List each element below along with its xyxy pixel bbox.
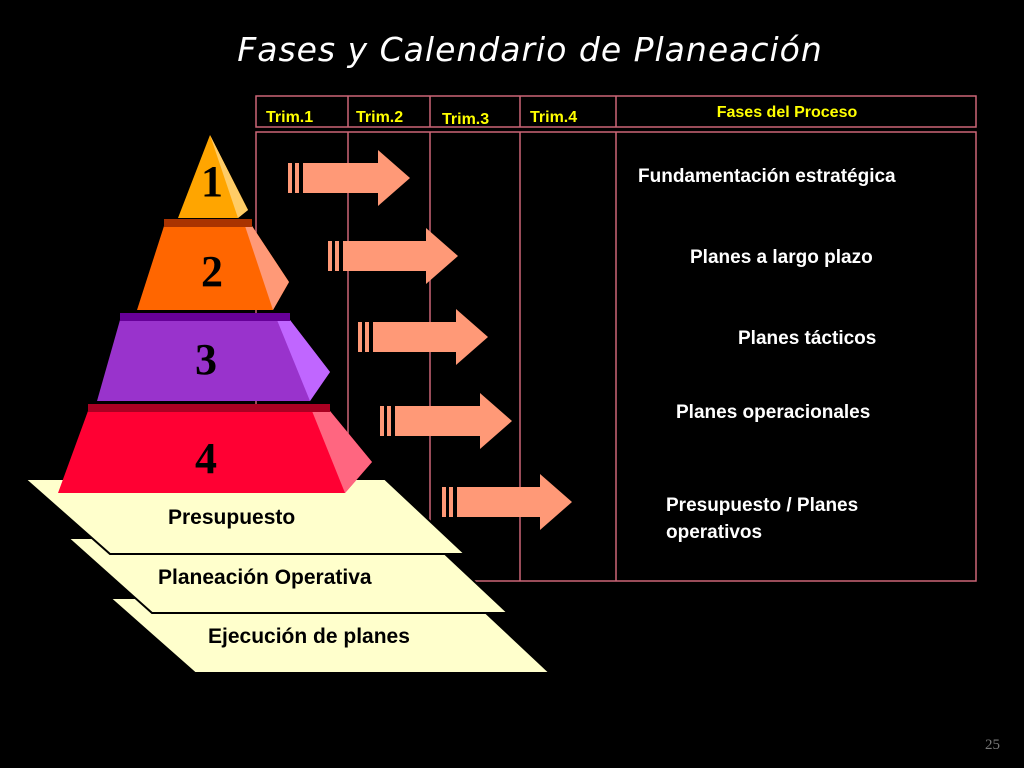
phase-label-4: Planes operacionales bbox=[676, 402, 871, 423]
pyramid-level-1 bbox=[178, 135, 248, 218]
pyramid-level-3-top bbox=[120, 313, 290, 321]
step-label-3: Ejecución de planes bbox=[208, 625, 410, 648]
phase-label-5: Presupuesto / Planes operativos bbox=[666, 495, 859, 543]
page-number: 25 bbox=[985, 737, 1000, 753]
pyramid-level-4 bbox=[58, 411, 372, 493]
pyramid-level-2-side bbox=[245, 226, 289, 310]
pyramid-level-2-top bbox=[164, 219, 252, 227]
phase-label-3: Planes tácticos bbox=[738, 328, 877, 349]
phase-label-2: Planes a largo plazo bbox=[690, 247, 873, 268]
pyramid-level-4-side bbox=[312, 411, 372, 493]
arrow-phase-1 bbox=[288, 150, 410, 206]
arrow-phase-3 bbox=[358, 309, 488, 365]
arrow-phase-5 bbox=[442, 474, 572, 530]
pyramid-number-4: 4 bbox=[195, 434, 217, 483]
quarter-label-1: Trim.1 bbox=[266, 109, 314, 126]
pyramid-level-3 bbox=[97, 320, 330, 401]
quarter-label-4: Trim.4 bbox=[530, 109, 578, 126]
arrow-phase-4 bbox=[380, 393, 512, 449]
pyramid-number-1: 1 bbox=[201, 157, 223, 206]
pyramid-number-3: 3 bbox=[195, 335, 217, 384]
arrow-phase-2 bbox=[328, 228, 458, 284]
slide-title: Fases y Calendario de Planeación bbox=[237, 30, 823, 69]
pyramid-level-1-side bbox=[210, 135, 248, 218]
phase-label-1: Fundamentación estratégica bbox=[638, 166, 896, 187]
step-label-2: Planeación Operativa bbox=[158, 566, 372, 589]
quarter-label-3: Trim.3 bbox=[442, 111, 490, 128]
phases-header: Fases del Proceso bbox=[716, 104, 858, 121]
quarter-label-2: Trim.2 bbox=[356, 109, 404, 126]
pyramid-level-2 bbox=[137, 226, 289, 310]
step-label-1: Presupuesto bbox=[168, 506, 296, 529]
pyramid-level-3-side bbox=[277, 320, 330, 401]
pyramid-level-4-top bbox=[88, 404, 330, 412]
pyramid-number-2: 2 bbox=[201, 247, 223, 296]
